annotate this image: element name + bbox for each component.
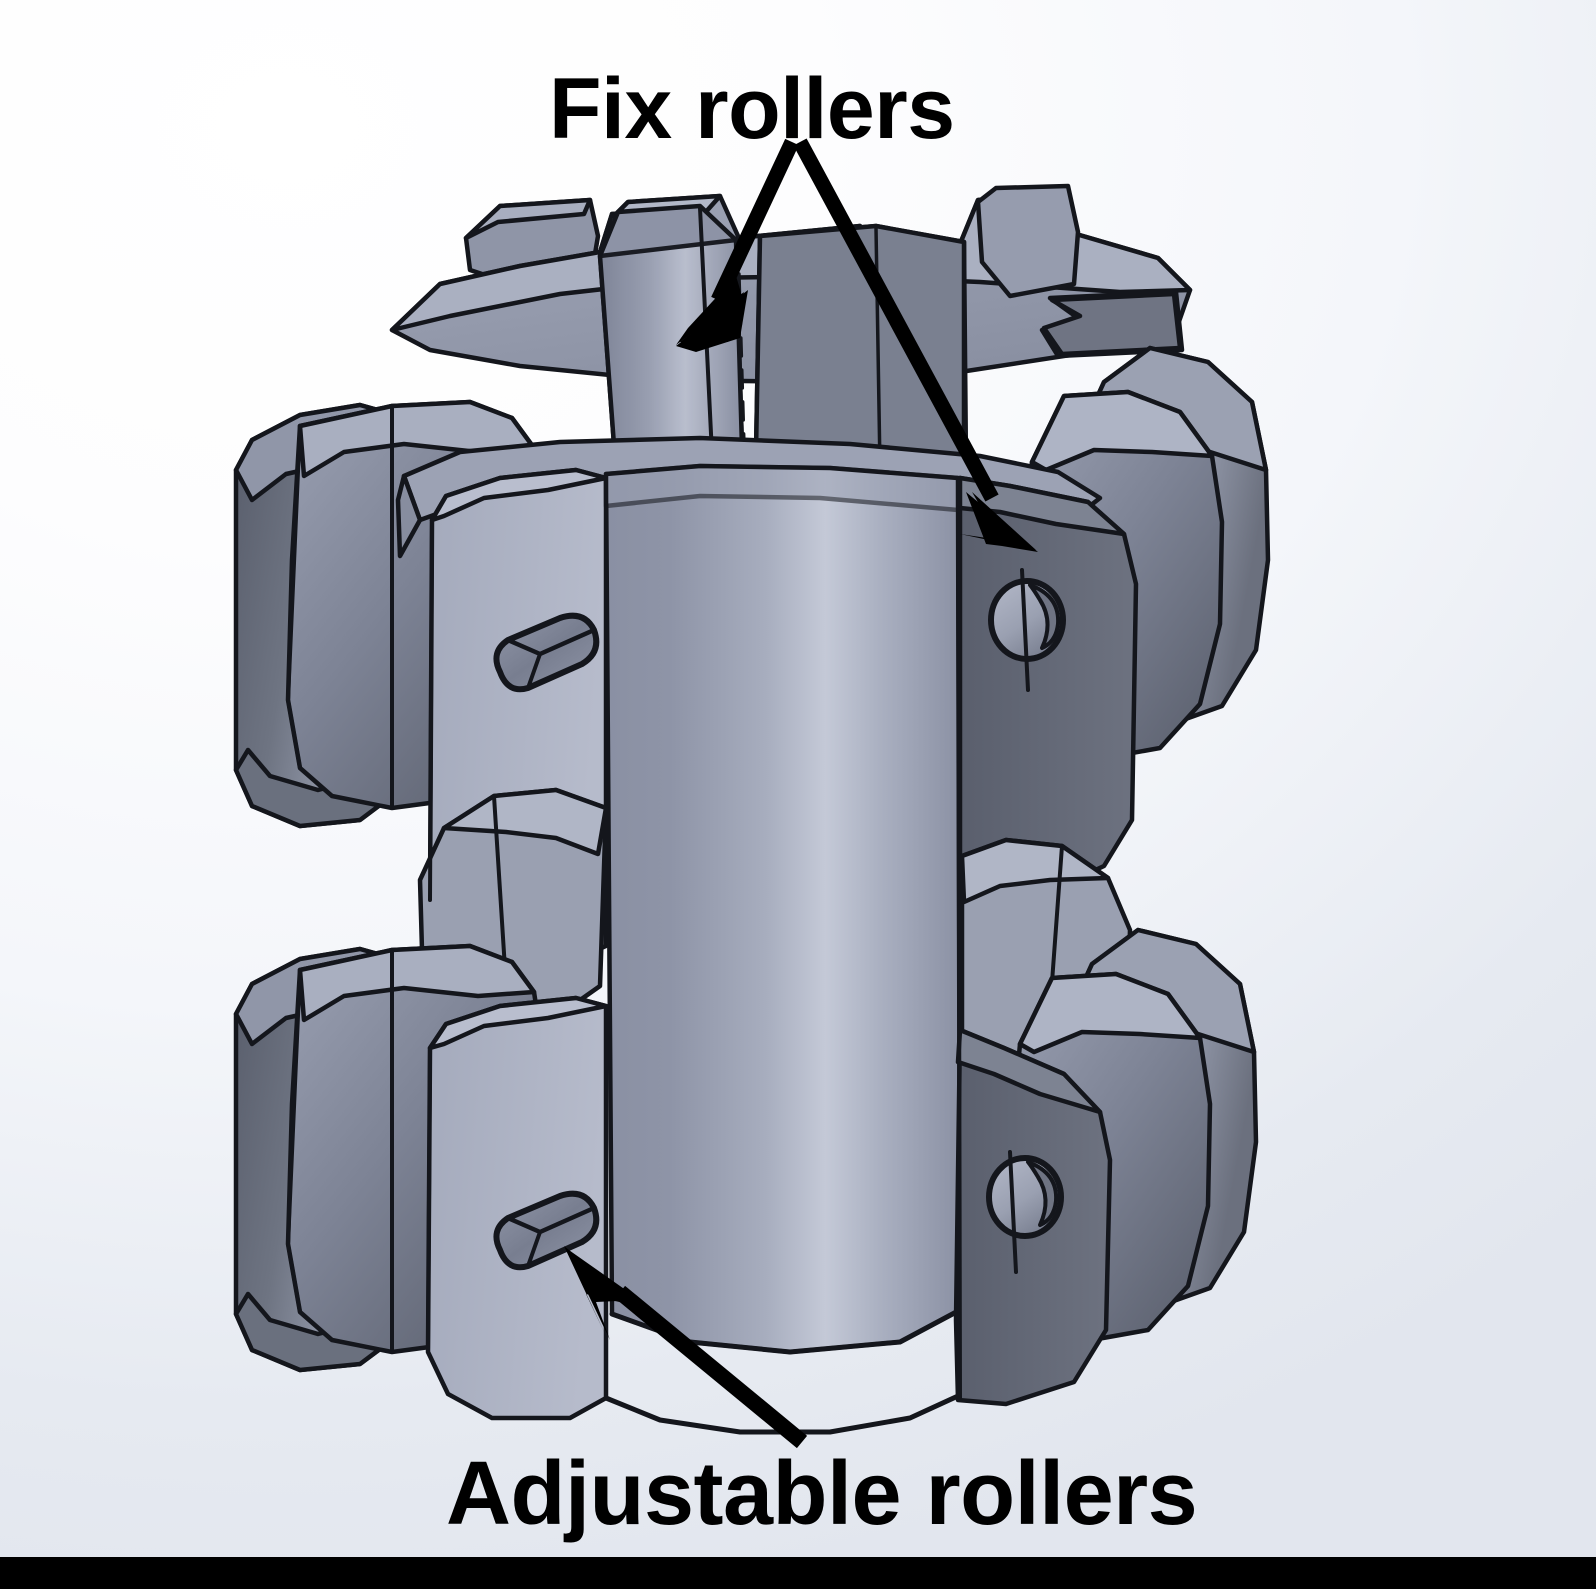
slot-lower-left xyxy=(493,1190,600,1271)
central-hub-cylinder xyxy=(603,463,963,1355)
slot-upper-left xyxy=(493,612,600,693)
fix-rollers-arrow-right xyxy=(793,138,1038,552)
pin-hole-lower-right xyxy=(986,1155,1064,1239)
adjustable-rollers-arrow xyxy=(564,1246,808,1449)
seam-lines xyxy=(286,404,1030,1402)
adjustable-rollers-label: Adjustable rollers xyxy=(446,1444,1198,1544)
fix-roller-upper-front xyxy=(597,203,746,475)
fix-rollers-label: Fix rollers xyxy=(549,61,955,157)
bottom-black-bar xyxy=(0,1557,1596,1589)
fix-rollers-arrow-left xyxy=(676,138,799,352)
